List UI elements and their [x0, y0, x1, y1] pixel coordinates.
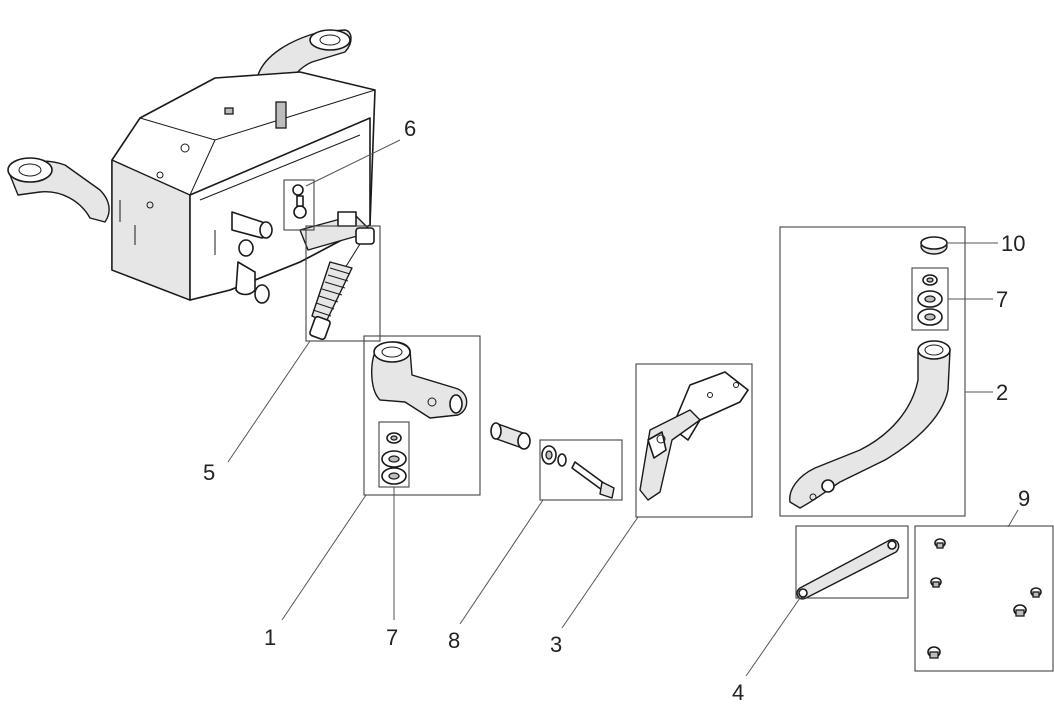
arm-part [789, 340, 951, 509]
leader-6 [305, 139, 401, 187]
main-frame-assembly [7, 29, 376, 304]
callout-9: 9 [1018, 486, 1030, 511]
callout-6: 6 [404, 116, 416, 141]
leader-5 [227, 340, 311, 463]
leader-1 [281, 494, 367, 621]
group-box-5 [305, 225, 381, 342]
bolt-kit [541, 445, 615, 499]
leader-3 [561, 516, 639, 629]
callout-5: 5 [203, 460, 215, 485]
leader-4 [745, 597, 801, 677]
end-cap [920, 236, 948, 255]
callout-7-upper: 7 [996, 287, 1008, 312]
callout-8: 8 [448, 628, 460, 653]
group-box-6 [283, 179, 315, 231]
mount-plate [639, 371, 749, 501]
callout-3: 3 [550, 632, 562, 657]
leader-9 [1007, 509, 1019, 528]
group-box-2 [779, 226, 966, 517]
link-bar [796, 539, 900, 600]
group-box-3 [635, 363, 753, 518]
shock-absorber [309, 227, 375, 341]
callout-2: 2 [996, 380, 1008, 405]
fastener-set [927, 538, 1042, 659]
group-box-4 [795, 525, 909, 599]
group-box-8 [539, 439, 623, 501]
callout-7-lower: 7 [386, 625, 398, 650]
callout-10: 10 [1001, 231, 1025, 256]
group-box-1 [363, 335, 481, 496]
bearing-stack-upper [917, 274, 943, 326]
bushing-spacer [490, 422, 531, 450]
group-box-9 [914, 525, 1054, 672]
callout-4: 4 [732, 680, 744, 705]
leader-8 [459, 499, 544, 625]
swing-arm-bracket [371, 341, 468, 419]
bearing-stack-lower [381, 432, 407, 485]
callout-1: 1 [264, 625, 276, 650]
